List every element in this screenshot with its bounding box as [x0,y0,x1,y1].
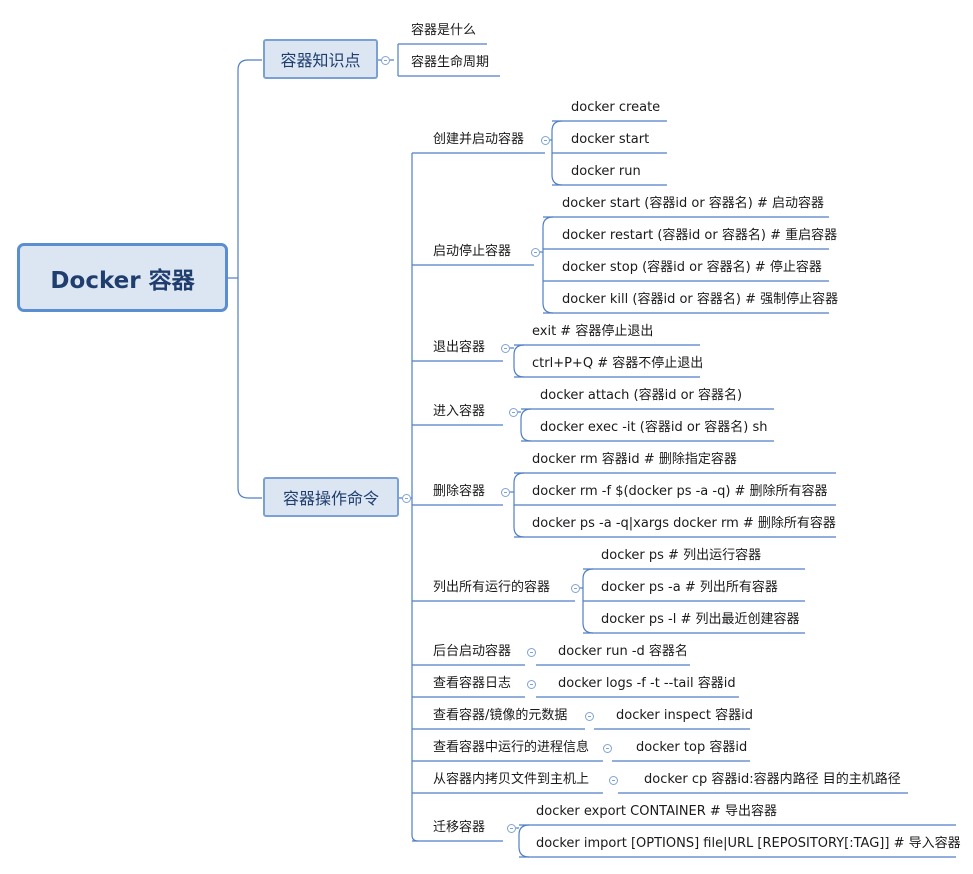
knowledge-item[interactable]: 容器是什么 [411,23,477,38]
command-item[interactable]: exit # 容器停止退出 [532,324,654,339]
command-category[interactable]: 后台启动容器 [433,644,512,659]
connector-line [237,59,262,499]
command-item[interactable]: docker import [OPTIONS] file|URL [REPOSI… [536,836,961,851]
connector-line [518,824,530,858]
command-item[interactable]: docker cp 容器id:容器内路径 目的主机路径 [644,772,901,787]
command-item[interactable]: docker run [571,164,641,179]
command-item[interactable]: docker ps -a # 列出所有容器 [601,580,778,595]
command-category[interactable]: 创建并启动容器 [433,132,525,147]
command-category[interactable]: 从容器内拷贝文件到主机上 [433,772,590,787]
command-item[interactable]: docker inspect 容器id [616,708,754,723]
command-item[interactable]: docker create [571,100,661,115]
command-item[interactable]: docker attach (容器id or 容器名) [540,388,743,403]
topic-container-knowledge[interactable]: 容器知识点 [263,39,378,79]
command-item[interactable]: docker logs -f -t --tail 容器id [558,676,736,691]
command-category[interactable]: 查看容器/镜像的元数据 [433,708,568,723]
command-item[interactable]: docker run -d 容器名 [558,644,688,659]
command-item[interactable]: docker rm 容器id # 删除指定容器 [532,452,737,467]
command-item[interactable]: docker top 容器id [636,740,748,755]
command-category[interactable]: 迁移容器 [433,820,486,835]
command-item[interactable]: docker kill (容器id or 容器名) # 强制停止容器 [562,292,839,307]
command-item[interactable]: docker start (容器id or 容器名) # 启动容器 [562,196,825,211]
command-item[interactable]: docker restart (容器id or 容器名) # 重启容器 [562,228,838,243]
collapse-toggle-icon[interactable] [526,647,536,657]
topic-container-commands[interactable]: 容器操作命令 [263,477,399,517]
collapse-toggle-icon[interactable] [540,135,550,145]
command-item[interactable]: docker ps -l # 列出最近创建容器 [601,612,800,627]
connector-line [513,344,525,378]
collapse-toggle-icon[interactable] [526,679,536,689]
knowledge-item[interactable]: 容器生命周期 [411,55,490,70]
collapse-toggle-icon[interactable] [508,407,518,417]
collapse-toggle-icon[interactable] [608,775,618,785]
collapse-toggle-icon[interactable] [401,493,411,503]
command-category[interactable]: 列出所有运行的容器 [433,580,551,595]
command-item[interactable]: docker rm -f $(docker ps -a -q) # 删除所有容器 [532,484,828,499]
collapse-toggle-icon[interactable] [500,343,510,353]
collapse-toggle-icon[interactable] [380,55,390,65]
connector-line [520,408,532,442]
connector-line [411,153,419,842]
command-category[interactable]: 查看容器日志 [433,676,512,691]
command-item[interactable]: ctrl+P+Q # 容器不停止退出 [532,356,704,371]
command-item[interactable]: docker start [571,132,650,147]
command-category[interactable]: 进入容器 [433,404,486,419]
command-item[interactable]: docker exec -it (容器id or 容器名) sh [540,420,768,435]
collapse-toggle-icon[interactable] [584,711,594,721]
collapse-toggle-icon[interactable] [500,487,510,497]
root-topic[interactable]: Docker 容器 [17,243,228,312]
command-category[interactable]: 查看容器中运行的进程信息 [433,740,590,755]
command-item[interactable]: docker ps # 列出运行容器 [601,548,762,563]
command-item[interactable]: docker ps -a -q|xargs docker rm # 删除所有容器 [532,516,836,531]
command-category[interactable]: 启动停止容器 [433,244,512,259]
collapse-toggle-icon[interactable] [506,823,516,833]
command-item[interactable]: docker export CONTAINER # 导出容器 [536,804,777,819]
command-item[interactable]: docker stop (容器id or 容器名) # 停止容器 [562,260,822,275]
connector-line [542,216,554,314]
command-category[interactable]: 退出容器 [433,340,486,355]
collapse-toggle-icon[interactable] [602,743,612,753]
command-category[interactable]: 删除容器 [433,484,486,499]
collapse-toggle-icon[interactable] [570,583,580,593]
collapse-toggle-icon[interactable] [530,247,540,257]
